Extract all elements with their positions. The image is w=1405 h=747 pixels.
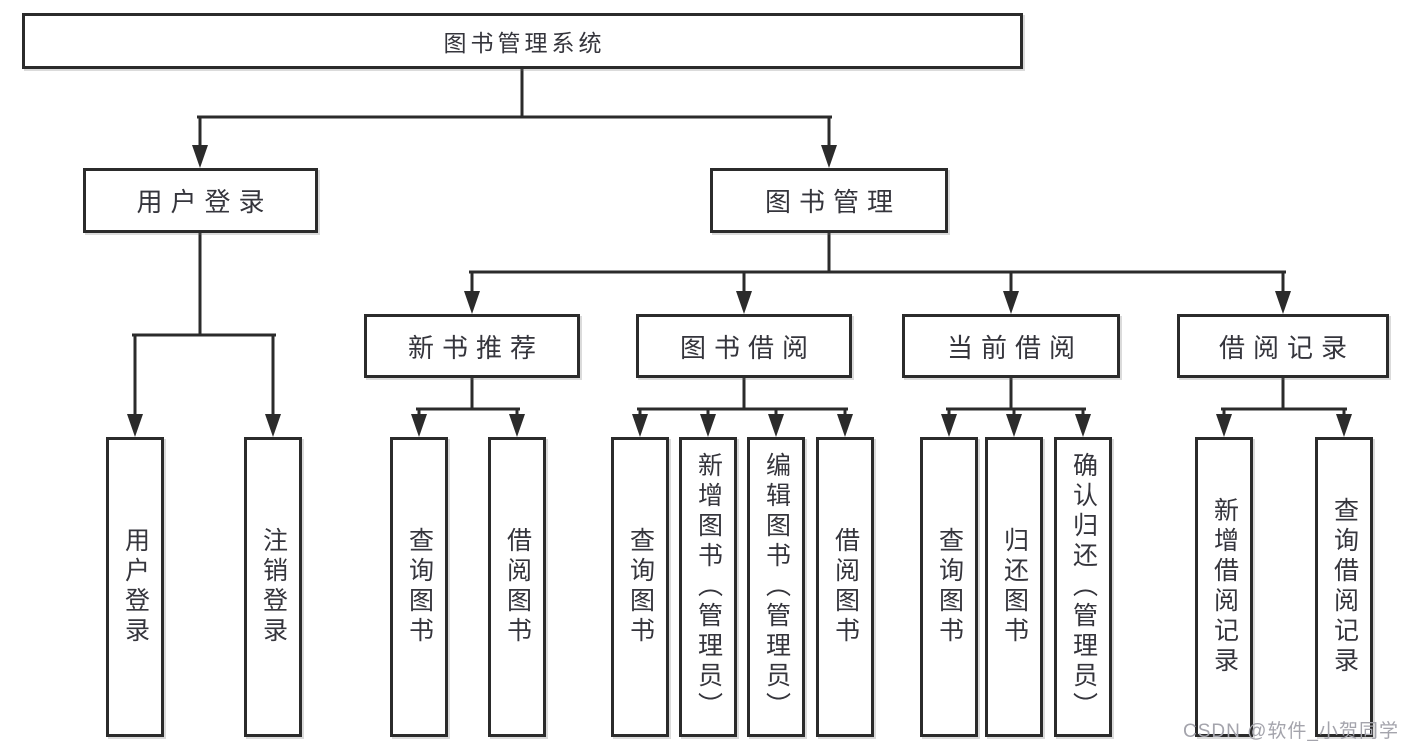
leaf-borrow-book-recommend-label: 借阅图书 <box>503 527 532 647</box>
leaf-query-book-current-label: 查询图书 <box>935 527 964 647</box>
leaf-borrow-book-label: 借阅图书 <box>831 527 860 647</box>
leaf-query-book-current: 查询图书 <box>920 437 978 737</box>
node-new-book-recommend-label: 新书推荐 <box>407 332 544 363</box>
leaf-user-login-label: 用户登录 <box>121 527 150 647</box>
leaf-query-borrow-record: 查询借阅记录 <box>1315 437 1373 737</box>
node-current-borrow-label: 当前借阅 <box>946 332 1083 363</box>
node-new-book-recommend: 新书推荐 <box>364 314 580 378</box>
leaf-return-book-label: 归还图书 <box>1000 527 1029 647</box>
leaf-edit-book-admin: 编辑图书（管理员） <box>747 437 805 737</box>
node-book-borrow: 图书借阅 <box>636 314 852 378</box>
arrowheads <box>127 145 1352 437</box>
leaf-logout-label: 注销登录 <box>259 527 288 647</box>
node-book-borrow-label: 图书借阅 <box>679 332 816 363</box>
leaf-query-book-recommend: 查询图书 <box>390 437 448 737</box>
leaf-add-book-admin-label: 新增图书（管理员） <box>694 452 723 722</box>
leaf-user-login: 用户登录 <box>106 437 164 737</box>
node-user-login: 用户登录 <box>83 168 318 233</box>
leaf-query-borrow-record-label: 查询借阅记录 <box>1330 497 1359 677</box>
node-borrow-records-label: 借阅记录 <box>1218 332 1355 363</box>
leaf-add-borrow-record-label: 新增借阅记录 <box>1210 497 1239 677</box>
node-book-management: 图书管理 <box>710 168 948 233</box>
node-root: 图书管理系统 <box>22 13 1023 69</box>
node-user-login-label: 用户登录 <box>136 187 273 217</box>
leaf-logout: 注销登录 <box>244 437 302 737</box>
leaf-query-book-borrow: 查询图书 <box>611 437 669 737</box>
leaf-confirm-return-admin: 确认归还（管理员） <box>1054 437 1112 737</box>
node-root-label: 图书管理系统 <box>443 30 606 56</box>
node-borrow-records: 借阅记录 <box>1177 314 1389 378</box>
leaf-borrow-book: 借阅图书 <box>816 437 874 737</box>
csdn-watermark: CSDN @软件_小贺同学 <box>1183 721 1399 742</box>
leaf-edit-book-admin-label: 编辑图书（管理员） <box>762 452 791 722</box>
leaf-return-book: 归还图书 <box>985 437 1043 737</box>
node-current-borrow: 当前借阅 <box>902 314 1120 378</box>
node-book-management-label: 图书管理 <box>764 187 901 217</box>
leaf-confirm-return-admin-label: 确认归还（管理员） <box>1069 452 1098 722</box>
leaf-borrow-book-recommend: 借阅图书 <box>488 437 546 737</box>
leaf-add-borrow-record: 新增借阅记录 <box>1195 437 1253 737</box>
leaf-add-book-admin: 新增图书（管理员） <box>679 437 737 737</box>
leaf-query-book-recommend-label: 查询图书 <box>405 527 434 647</box>
leaf-query-book-borrow-label: 查询图书 <box>626 527 655 647</box>
